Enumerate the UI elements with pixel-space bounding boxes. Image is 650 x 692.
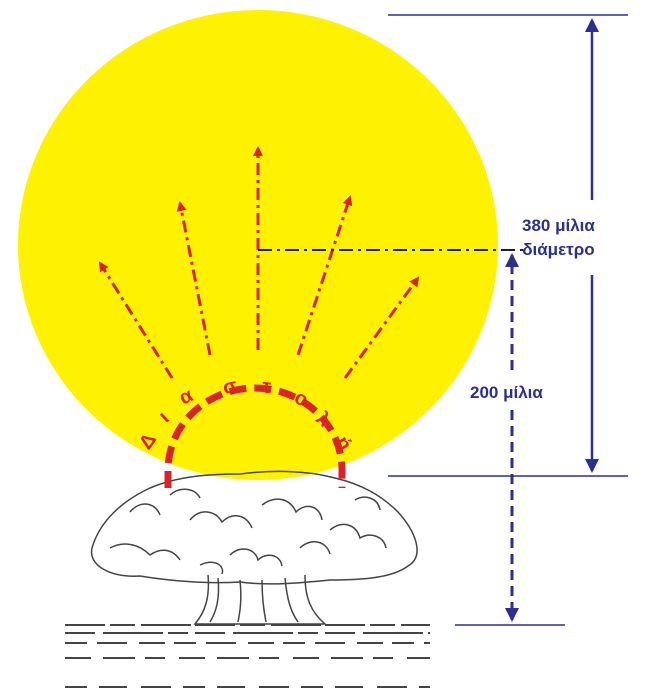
expansion-arrow — [296, 195, 353, 356]
diameter-value: 380 μίλια — [522, 216, 595, 235]
expansion-arrow — [343, 276, 420, 379]
dimension-lines — [258, 14, 628, 626]
diameter-label: 380 μίλια διάμετρο — [522, 214, 595, 262]
expansion-letter: σ — [221, 375, 239, 399]
expansion-dome — [164, 384, 346, 488]
mushroom-cloud-sketch — [90, 470, 418, 625]
expansion-letter: τ — [261, 375, 273, 398]
diameter-word: διάμετρο — [522, 240, 595, 259]
height-label: 200 μίλια — [470, 383, 543, 402]
water-surface — [65, 624, 430, 688]
expansion-arrow — [98, 261, 174, 379]
expansion-arrow — [176, 201, 212, 356]
